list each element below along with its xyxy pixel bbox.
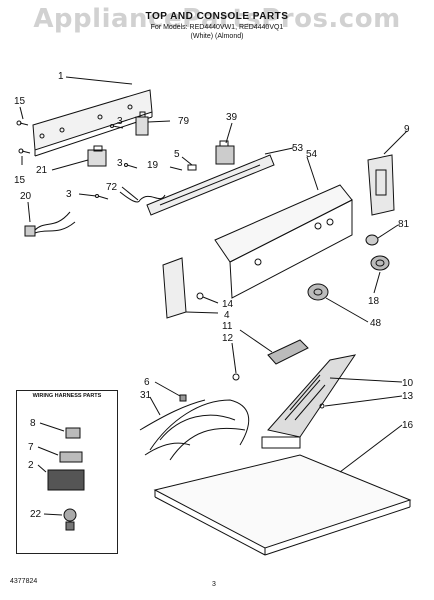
callout-15-lower: 15 bbox=[14, 175, 26, 186]
callout-21: 21 bbox=[36, 165, 48, 176]
callout-22: 22 bbox=[30, 509, 42, 520]
model-line: For Models: RED4440VW1, RED4440VQ1 bbox=[150, 24, 284, 31]
callout-7: 7 bbox=[28, 442, 34, 453]
screw-part-14 bbox=[196, 292, 204, 300]
callout-3-b: 3 bbox=[117, 158, 123, 169]
screw-part-15-lower bbox=[18, 148, 31, 154]
mounting-bracket-part-53 bbox=[146, 154, 275, 216]
screw-part-3-b bbox=[124, 163, 138, 169]
rear-console-panel bbox=[32, 89, 153, 157]
harness-part-8 bbox=[65, 427, 81, 439]
screw-part-15-upper bbox=[16, 120, 29, 126]
callout-18: 18 bbox=[368, 296, 380, 307]
console-part-54 bbox=[214, 184, 353, 299]
switch-part-11 bbox=[267, 339, 309, 365]
wire-harness-part-20 bbox=[24, 211, 76, 237]
screw-part-3-a bbox=[110, 124, 124, 129]
callout-39: 39 bbox=[226, 112, 238, 123]
knob-part-81 bbox=[365, 234, 379, 246]
diagram-title: TOP AND CONSOLE PARTS bbox=[145, 11, 289, 22]
top-panel-part-16 bbox=[153, 454, 412, 556]
wire-harness-part-72 bbox=[119, 191, 166, 203]
knob-part-18 bbox=[370, 255, 390, 271]
callout-15-upper: 15 bbox=[14, 96, 26, 107]
end-cap-part-9 bbox=[367, 154, 395, 216]
lint-screen-part-10 bbox=[261, 354, 357, 449]
callout-20: 20 bbox=[20, 191, 32, 202]
callout-1: 1 bbox=[58, 71, 64, 82]
wiring-harness-inset-frame bbox=[16, 390, 118, 554]
harness-part-22 bbox=[63, 508, 77, 531]
watermark-text: AppliancePartsPros.com bbox=[33, 4, 401, 34]
main-wire-harness bbox=[139, 394, 250, 461]
harness-part-2 bbox=[47, 469, 85, 491]
callout-81: 81 bbox=[398, 219, 410, 230]
callout-2: 2 bbox=[28, 460, 34, 471]
callout-9: 9 bbox=[404, 124, 410, 135]
control-panel-plate bbox=[162, 257, 187, 319]
clip-part-5 bbox=[187, 164, 197, 171]
color-line: (White) (Almond) bbox=[190, 33, 244, 40]
callout-4: 4 bbox=[224, 310, 230, 321]
footer-page-number: 3 bbox=[212, 581, 216, 588]
clip-part-12 bbox=[232, 373, 240, 381]
callout-31: 31 bbox=[140, 390, 152, 401]
callout-79: 79 bbox=[178, 116, 190, 127]
callout-10: 10 bbox=[402, 378, 414, 389]
switch-part-79 bbox=[135, 111, 149, 136]
timer-part-21 bbox=[87, 145, 107, 167]
callout-labels: 1 15 3 79 39 9 21 15 3 19 5 53 54 20 3 7… bbox=[14, 71, 414, 520]
screw-part-13 bbox=[319, 403, 325, 409]
harness-part-7 bbox=[59, 451, 83, 463]
knob-part-48 bbox=[307, 283, 329, 301]
callout-14: 14 bbox=[222, 299, 234, 310]
callout-3-a: 3 bbox=[117, 116, 123, 127]
screw-part-19 bbox=[169, 166, 183, 171]
callout-13: 13 bbox=[402, 391, 414, 402]
callout-11: 11 bbox=[222, 321, 233, 332]
callout-72: 72 bbox=[106, 182, 118, 193]
callout-19: 19 bbox=[147, 160, 159, 171]
callout-53: 53 bbox=[292, 143, 304, 154]
callout-3-c: 3 bbox=[66, 189, 72, 200]
callout-8: 8 bbox=[30, 418, 36, 429]
callout-48: 48 bbox=[370, 318, 382, 329]
callout-6: 6 bbox=[144, 377, 150, 388]
callout-12: 12 bbox=[222, 333, 234, 344]
footer-part-number: 4377824 bbox=[10, 578, 38, 585]
callout-54: 54 bbox=[306, 149, 318, 160]
inset-title: WIRING HARNESS PARTS bbox=[32, 393, 102, 399]
callout-5: 5 bbox=[174, 149, 180, 160]
screw-part-3-c bbox=[95, 194, 109, 200]
timer-motor-part-39 bbox=[215, 140, 235, 165]
callout-16: 16 bbox=[402, 420, 414, 431]
